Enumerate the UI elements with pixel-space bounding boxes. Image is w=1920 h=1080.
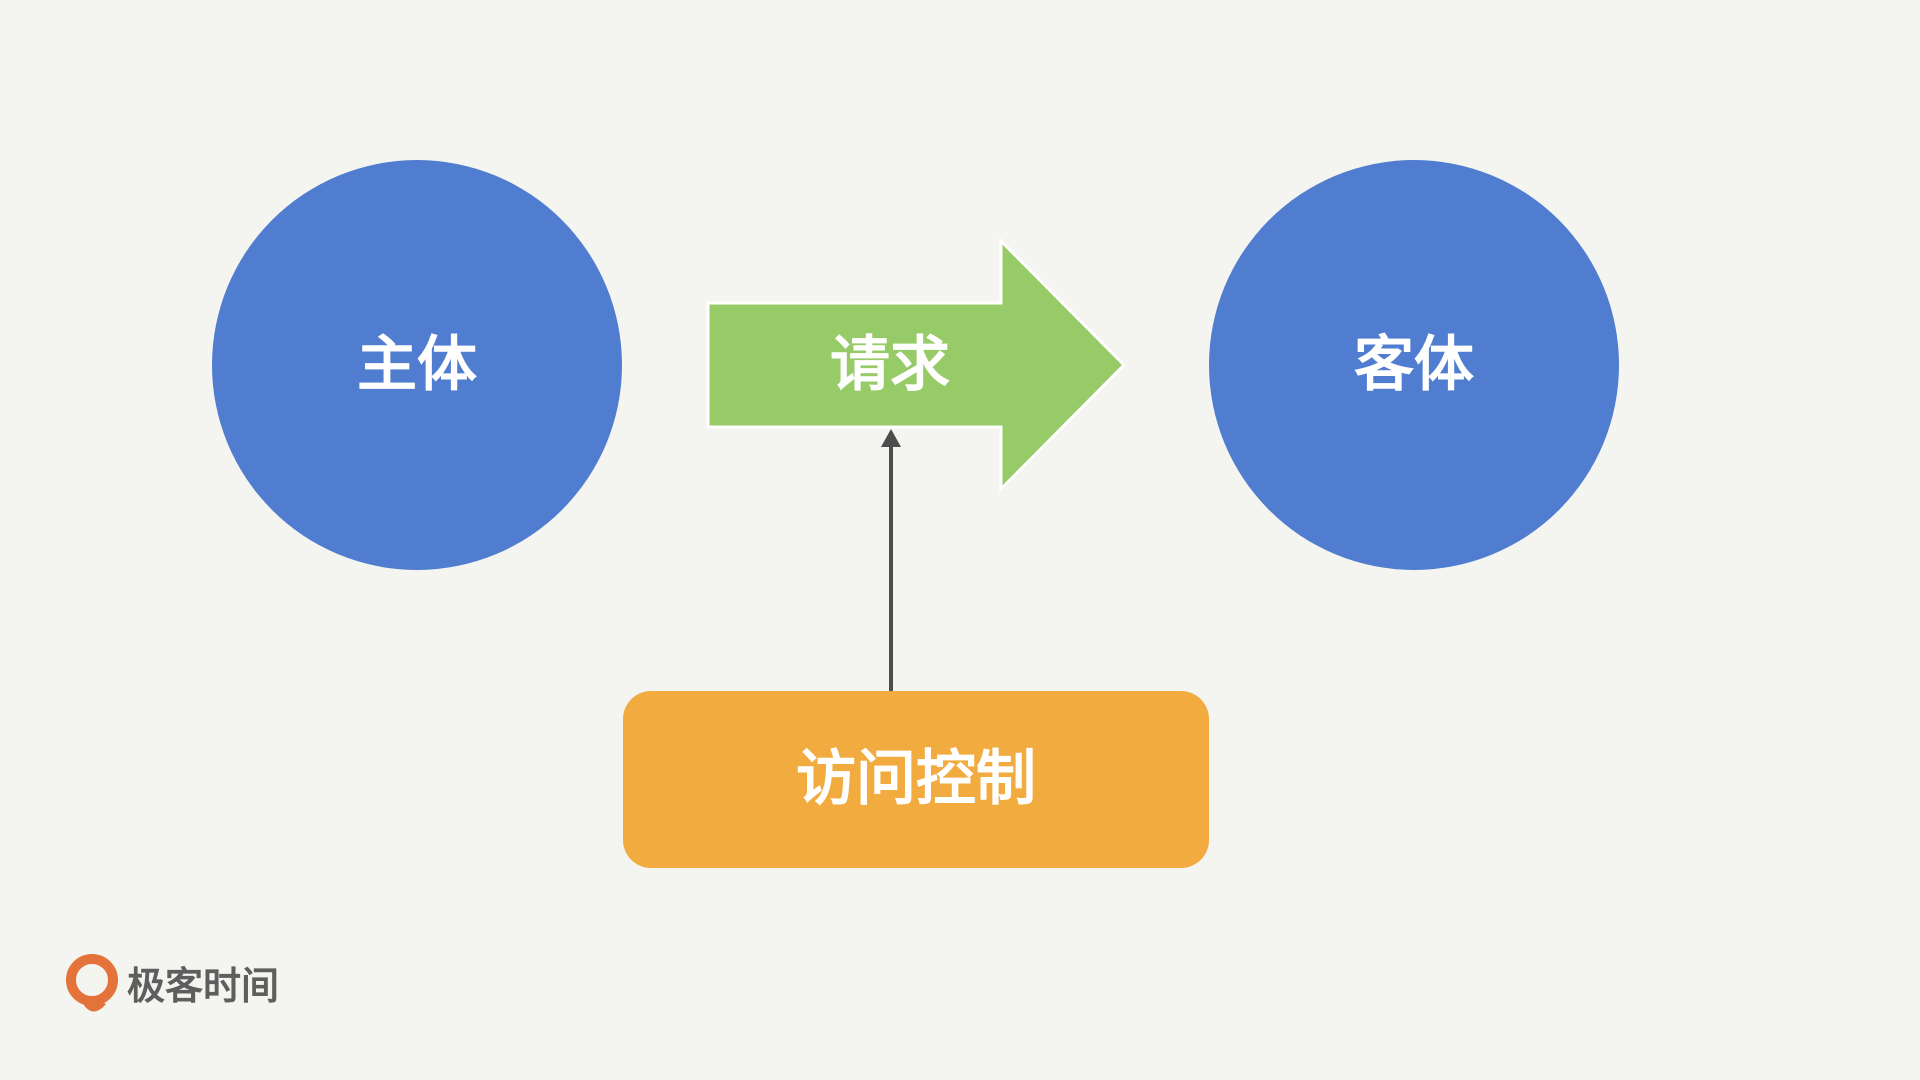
subject-node: 主体 (212, 160, 622, 570)
geektime-logo-icon (66, 954, 118, 1012)
logo-text: 极客时间 (127, 964, 279, 1008)
access-control-label: 访问控制 (796, 744, 1036, 814)
control-connector (881, 429, 901, 691)
object-circle (1209, 160, 1619, 570)
geektime-logo: 极客时间 (66, 954, 279, 1012)
subject-label: 主体 (357, 330, 477, 400)
access-control-node: 访问控制 (623, 691, 1209, 868)
request-arrow-shape (706, 237, 1127, 493)
request-label: 请求 (830, 330, 950, 400)
connector-arrowhead (881, 429, 901, 447)
request-arrow: 请求 (706, 237, 1127, 493)
access-control-box (623, 691, 1209, 868)
object-node: 客体 (1209, 160, 1619, 570)
object-label: 客体 (1354, 330, 1474, 400)
subject-circle (212, 160, 622, 570)
